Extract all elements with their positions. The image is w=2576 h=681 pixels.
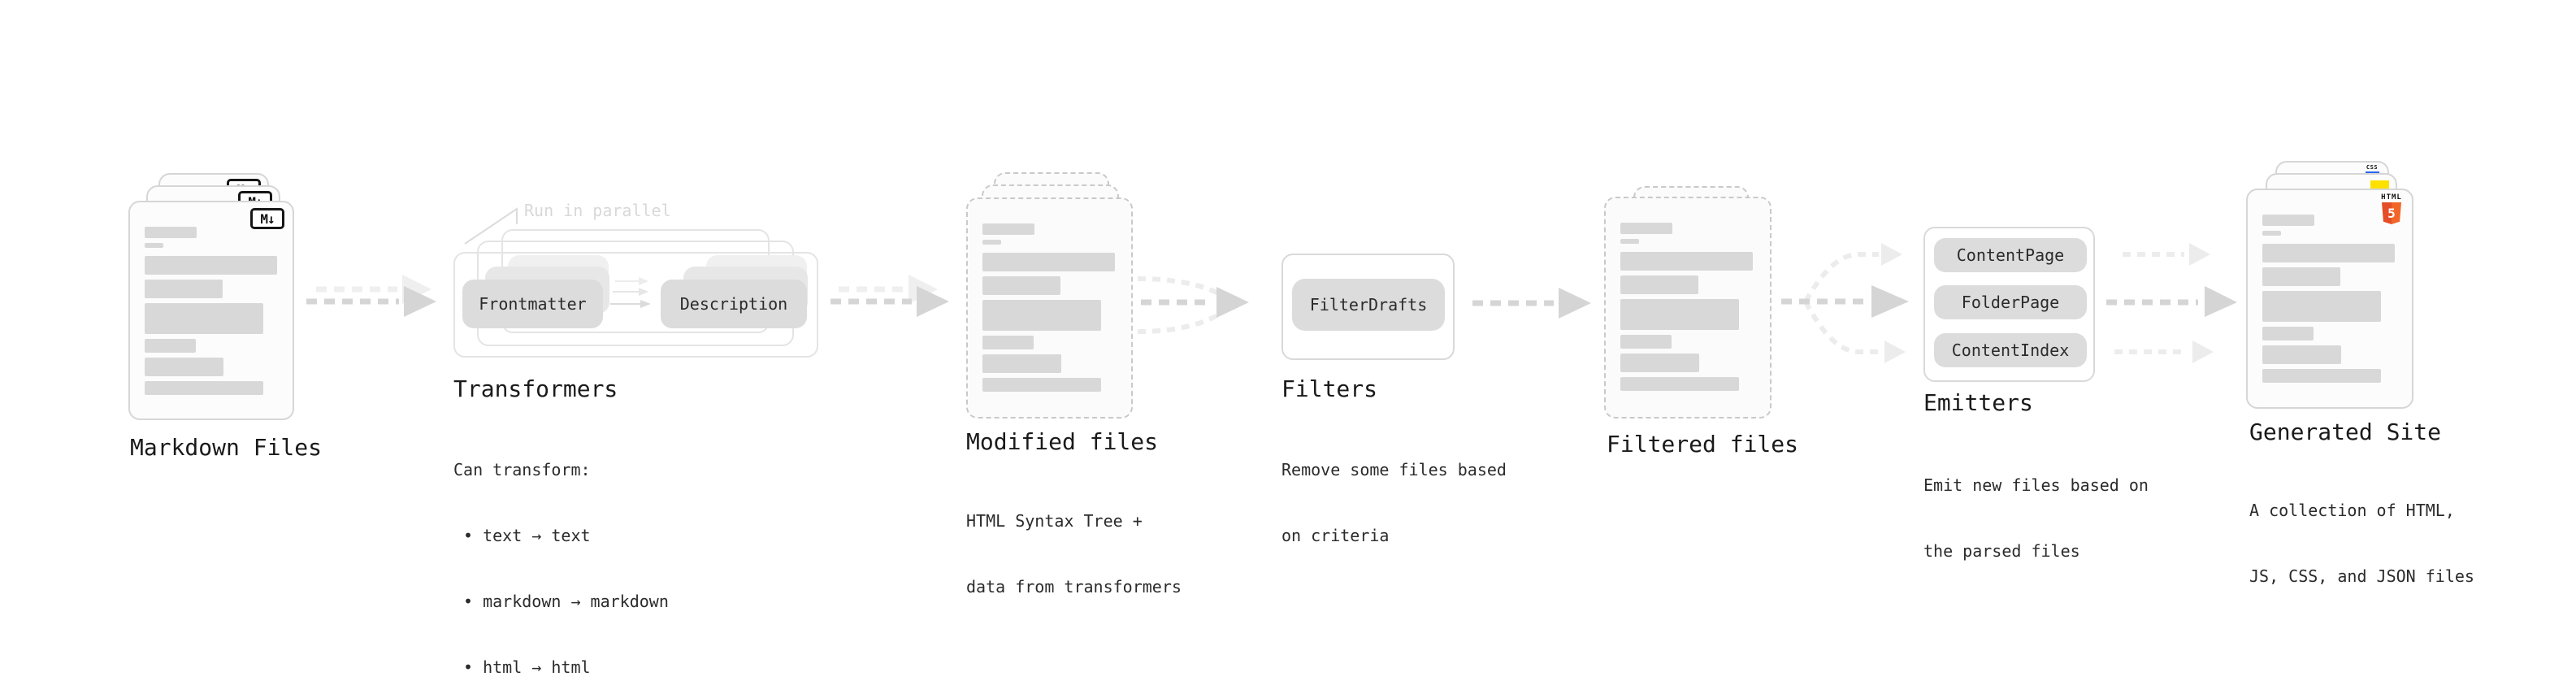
filterdrafts-node: FilterDrafts	[1292, 279, 1445, 331]
arrow-filters-to-filtered	[1472, 288, 1591, 319]
arrow-emitters-to-generated	[2106, 243, 2237, 363]
contentindex-node: ContentIndex	[1934, 333, 2087, 367]
desc-line: Can transform:	[453, 460, 591, 479]
arrow-filtered-to-emitters	[1781, 243, 1909, 363]
desc-line: JS, CSS, and JSON files	[2249, 566, 2474, 586]
arrow-transformers-to-modified	[830, 275, 949, 317]
desc-line: Emit new files based on	[1923, 475, 2149, 495]
arrow-modified-to-filters	[1137, 276, 1249, 334]
html5-icon: HTML 5	[2381, 193, 2402, 224]
desc-line: HTML Syntax Tree +	[966, 511, 1143, 531]
desc-line: • html → html	[463, 657, 591, 677]
filters-title: Filters	[1281, 375, 1378, 402]
markdown-file-card: M↓	[128, 201, 294, 420]
filters-description: Remove some files based on criteria	[1281, 415, 1507, 591]
desc-line: on criteria	[1281, 526, 1390, 545]
emitters-title: Emitters	[1923, 389, 2033, 416]
filtered-files-title: Filtered files	[1607, 431, 1799, 458]
desc-line: A collection of HTML,	[2249, 501, 2455, 520]
transformers-title: Transformers	[453, 375, 618, 402]
markdown-icon: M↓	[250, 208, 284, 229]
modified-files-description: HTML Syntax Tree + data from transformer…	[966, 466, 1182, 642]
desc-line: the parsed files	[1923, 541, 2080, 561]
generated-file-card-html: HTML 5	[2246, 189, 2413, 409]
modified-files-title: Modified files	[966, 428, 1159, 455]
emitters-description: Emit new files based on the parsed files	[1923, 431, 2149, 606]
generated-site-description: A collection of HTML, JS, CSS, and JSON …	[2249, 456, 2474, 631]
description-node: Description	[661, 280, 807, 328]
transformers-description: Can transform: • text → text • markdown …	[453, 415, 669, 681]
css3-icon: CSS	[2364, 165, 2380, 174]
generated-site-title: Generated Site	[2249, 419, 2442, 445]
modified-file-card	[966, 197, 1133, 419]
folderpage-node: FolderPage	[1934, 285, 2087, 319]
filtered-file-card	[1604, 197, 1772, 419]
desc-line: Remove some files based	[1281, 460, 1507, 479]
transformer-frame	[453, 252, 818, 358]
contentpage-node: ContentPage	[1934, 238, 2087, 272]
javascript-icon	[2370, 180, 2389, 189]
frontmatter-node: Frontmatter	[462, 280, 603, 328]
desc-line: • markdown → markdown	[463, 592, 669, 611]
desc-line: data from transformers	[966, 577, 1182, 596]
arrow-markdown-to-transformers	[306, 275, 436, 317]
desc-line: • text → text	[463, 526, 591, 545]
run-in-parallel-annotation: Run in parallel	[524, 201, 671, 220]
markdown-files-label: Markdown Files	[130, 434, 323, 461]
